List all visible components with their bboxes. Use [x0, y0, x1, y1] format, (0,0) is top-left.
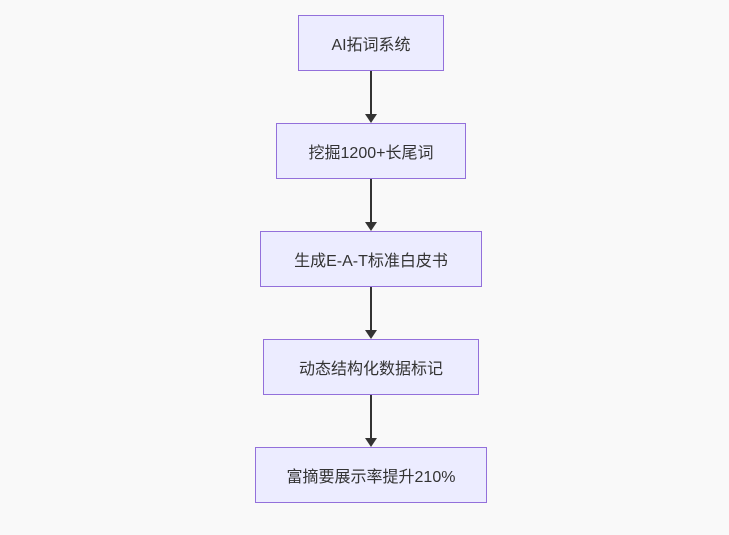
- arrow-down-2: [365, 179, 377, 231]
- flowchart-column: AI拓词系统 挖掘1200+长尾词 生成E-A-T标准白皮书 动态结构化数据标记: [255, 15, 487, 503]
- arrow-down-3: [365, 287, 377, 339]
- flow-node-step-4: 动态结构化数据标记: [263, 339, 479, 395]
- arrowhead-down-icon: [365, 438, 377, 447]
- arrow-line: [370, 179, 372, 222]
- arrow-down-4: [365, 395, 377, 447]
- arrow-down-1: [365, 71, 377, 123]
- flow-node-step-1: AI拓词系统: [298, 15, 444, 71]
- flow-node-label: 动态结构化数据标记: [298, 361, 443, 378]
- arrowhead-down-icon: [365, 330, 377, 339]
- flow-node-label: 生成E-A-T标准白皮书: [294, 253, 448, 270]
- arrow-line: [370, 71, 372, 114]
- flow-node-label: AI拓词系统: [331, 37, 411, 54]
- flow-node-step-5: 富摘要展示率提升210%: [255, 447, 487, 503]
- flow-node-label: 挖掘1200+长尾词: [308, 145, 434, 162]
- arrowhead-down-icon: [365, 222, 377, 231]
- flow-node-label: 富摘要展示率提升210%: [286, 469, 456, 486]
- flow-node-step-2: 挖掘1200+长尾词: [276, 123, 466, 179]
- arrowhead-down-icon: [365, 114, 377, 123]
- arrow-line: [370, 287, 372, 330]
- arrow-line: [370, 395, 372, 438]
- flow-node-step-3: 生成E-A-T标准白皮书: [260, 231, 482, 287]
